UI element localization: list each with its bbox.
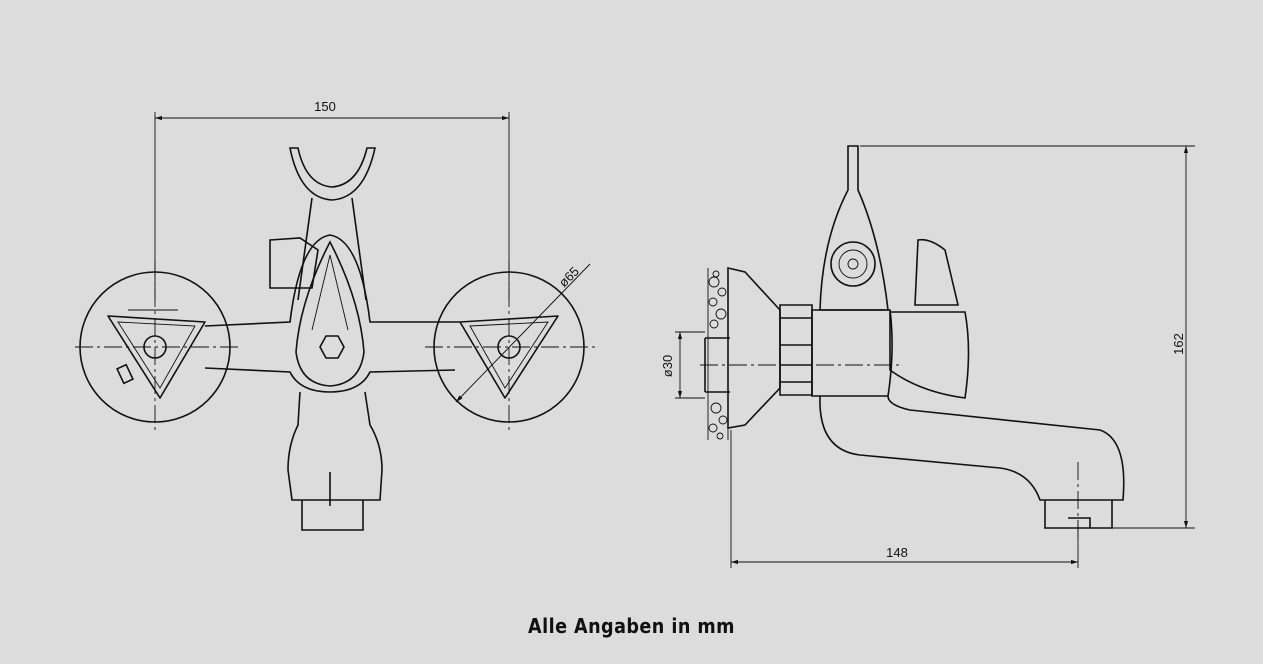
mixer-body	[204, 234, 460, 393]
side-view: 162 148 ø30	[660, 145, 1195, 568]
holder-bracket	[269, 237, 319, 289]
connector-nut	[779, 304, 813, 396]
side-lever	[819, 145, 889, 311]
shower-holder	[289, 147, 376, 301]
diameter-dimension: ø65	[455, 264, 591, 403]
width-dimension-label: 150	[314, 99, 336, 114]
front-view: 150 ø65	[75, 99, 595, 531]
side-handle	[889, 238, 970, 399]
units-caption: Alle Angaben in mm	[528, 614, 735, 638]
right-handle	[433, 271, 585, 423]
side-body	[811, 309, 893, 397]
side-spout	[819, 395, 1125, 529]
pipe-diameter-dimension: ø30	[660, 331, 705, 399]
left-handle	[79, 271, 231, 423]
height-dimension: 162	[860, 145, 1195, 529]
wall-section	[707, 268, 729, 440]
hex-nut	[319, 335, 345, 359]
diameter-dimension-label: ø65	[556, 264, 582, 290]
wall-flange	[727, 266, 781, 429]
central-lever	[295, 240, 365, 387]
front-spout	[287, 391, 383, 531]
height-dimension-label: 162	[1171, 333, 1186, 355]
projection-dimension-label: 148	[886, 545, 908, 560]
pipe-diameter-label: ø30	[660, 355, 675, 377]
projection-dimension: 148	[730, 430, 1079, 568]
